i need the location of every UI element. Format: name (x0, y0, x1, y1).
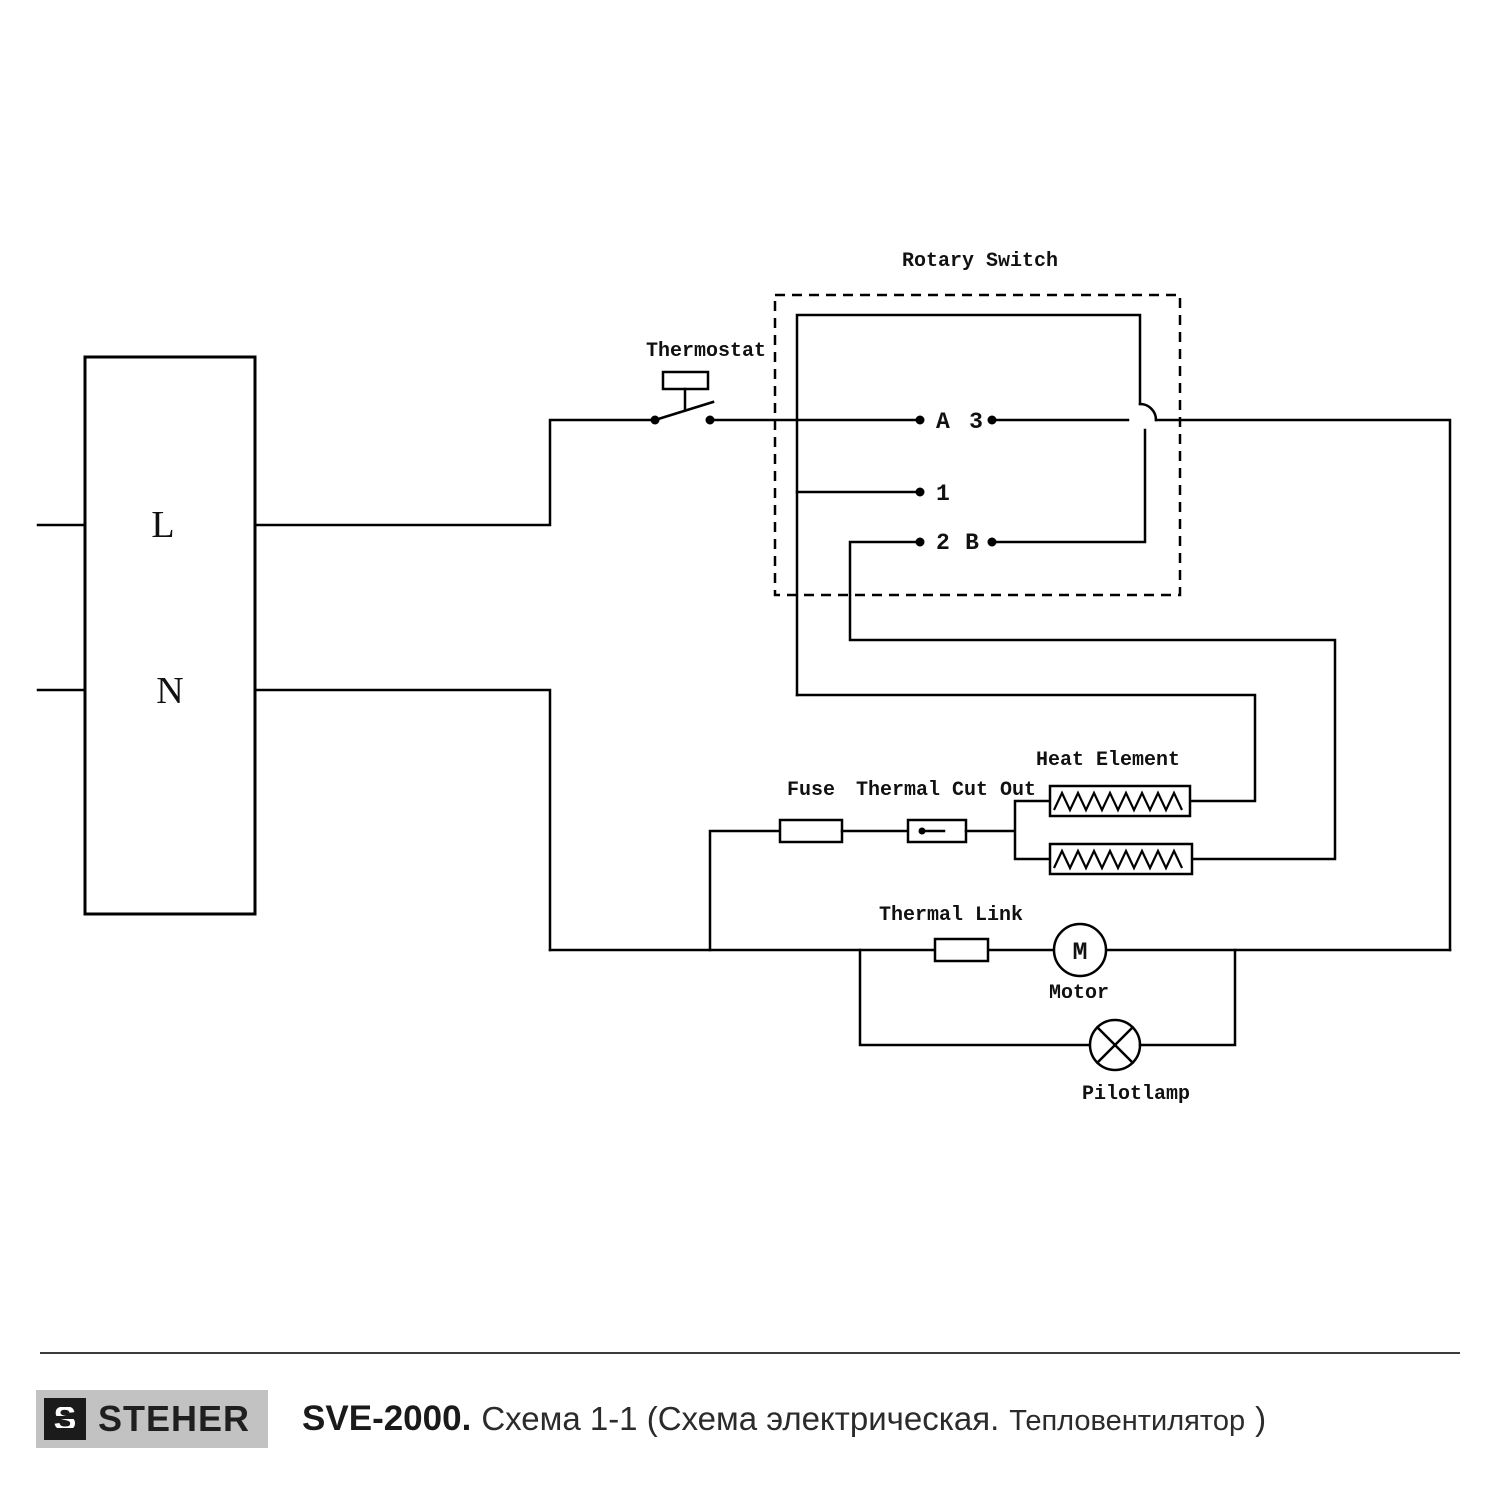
pilotlamp-branch-right (1138, 948, 1237, 1047)
thermostat-label: Thermostat (646, 340, 766, 363)
rotary-switch: Rotary Switch A 3 1 2 B (773, 250, 1182, 697)
thermal-link-label: Thermal Link (879, 904, 1023, 927)
neutral-terminal-label: N (156, 670, 183, 712)
switch-common-path (795, 313, 1142, 697)
fuse-label: Fuse (787, 779, 835, 802)
motor-symbol: M (1072, 938, 1087, 967)
steher-logo: S STEHER (36, 1390, 269, 1448)
line-terminal-label: L (151, 504, 174, 546)
steher-logo-letter: S (53, 1399, 77, 1438)
heat-element-1 (1048, 784, 1192, 818)
caption-close: ) (1255, 1400, 1267, 1437)
thermostat: Thermostat (646, 340, 766, 425)
thermostat-blade (653, 400, 715, 422)
terminal-b-label: B (965, 530, 979, 556)
switch-output-wire (1154, 418, 1452, 952)
caption-main: Схема 1-1 (Схема электрическая. (481, 1400, 1000, 1437)
thermal-cut-out: Thermal Cut Out (856, 779, 1036, 844)
steher-logo-icon: S (44, 1398, 86, 1440)
caption-device: Тепловентилятор (1009, 1405, 1246, 1437)
neutral-wire (253, 688, 552, 952)
footer-divider (40, 1352, 1460, 1354)
rotary-switch-label: Rotary Switch (902, 250, 1058, 273)
wiring-diagram: L N Thermostat Rotary Switch A (36, 250, 1452, 1106)
heat-element-split-wire (964, 799, 1052, 861)
terminal-a-label: A (936, 409, 950, 435)
steher-brand-text: STEHER (98, 1398, 251, 1439)
motor-label: Motor (1049, 982, 1109, 1005)
line-wire (253, 418, 657, 527)
fuse: Fuse (778, 779, 844, 844)
terminal-3-label: 3 (969, 409, 983, 435)
heat-element-label: Heat Element (1036, 749, 1180, 772)
rotary-switch-outline (773, 293, 1182, 597)
model-number: SVE-2000. (302, 1399, 472, 1438)
power-source-box: L N (36, 355, 257, 916)
terminal-1-label: 1 (936, 481, 950, 507)
motor: M Motor (1049, 922, 1109, 1005)
pilot-lamp: Pilotlamp (1082, 1018, 1190, 1106)
heat2-feed-wire (848, 540, 1337, 861)
heat-element-2 (1048, 842, 1194, 876)
switch-wiper-arc (1138, 402, 1158, 422)
heat-element-group: Heat Element (1036, 749, 1194, 876)
pilotlamp-branch-left (858, 948, 1092, 1047)
thermal-cut-out-label: Thermal Cut Out (856, 779, 1036, 802)
fuse-branch-wire (708, 829, 782, 952)
terminal-b-wire (990, 428, 1147, 544)
footer: S STEHER SVE-2000. Схема 1-1 (Схема элек… (36, 1390, 1266, 1448)
thermal-link: Thermal Link (879, 904, 1023, 963)
terminal-2-label: 2 (936, 530, 950, 556)
heat1-feed-wire (795, 693, 1257, 803)
pilotlamp-label: Pilotlamp (1082, 1083, 1190, 1106)
schematic-caption: SVE-2000. Схема 1-1 (Схема электрическая… (302, 1399, 1266, 1439)
